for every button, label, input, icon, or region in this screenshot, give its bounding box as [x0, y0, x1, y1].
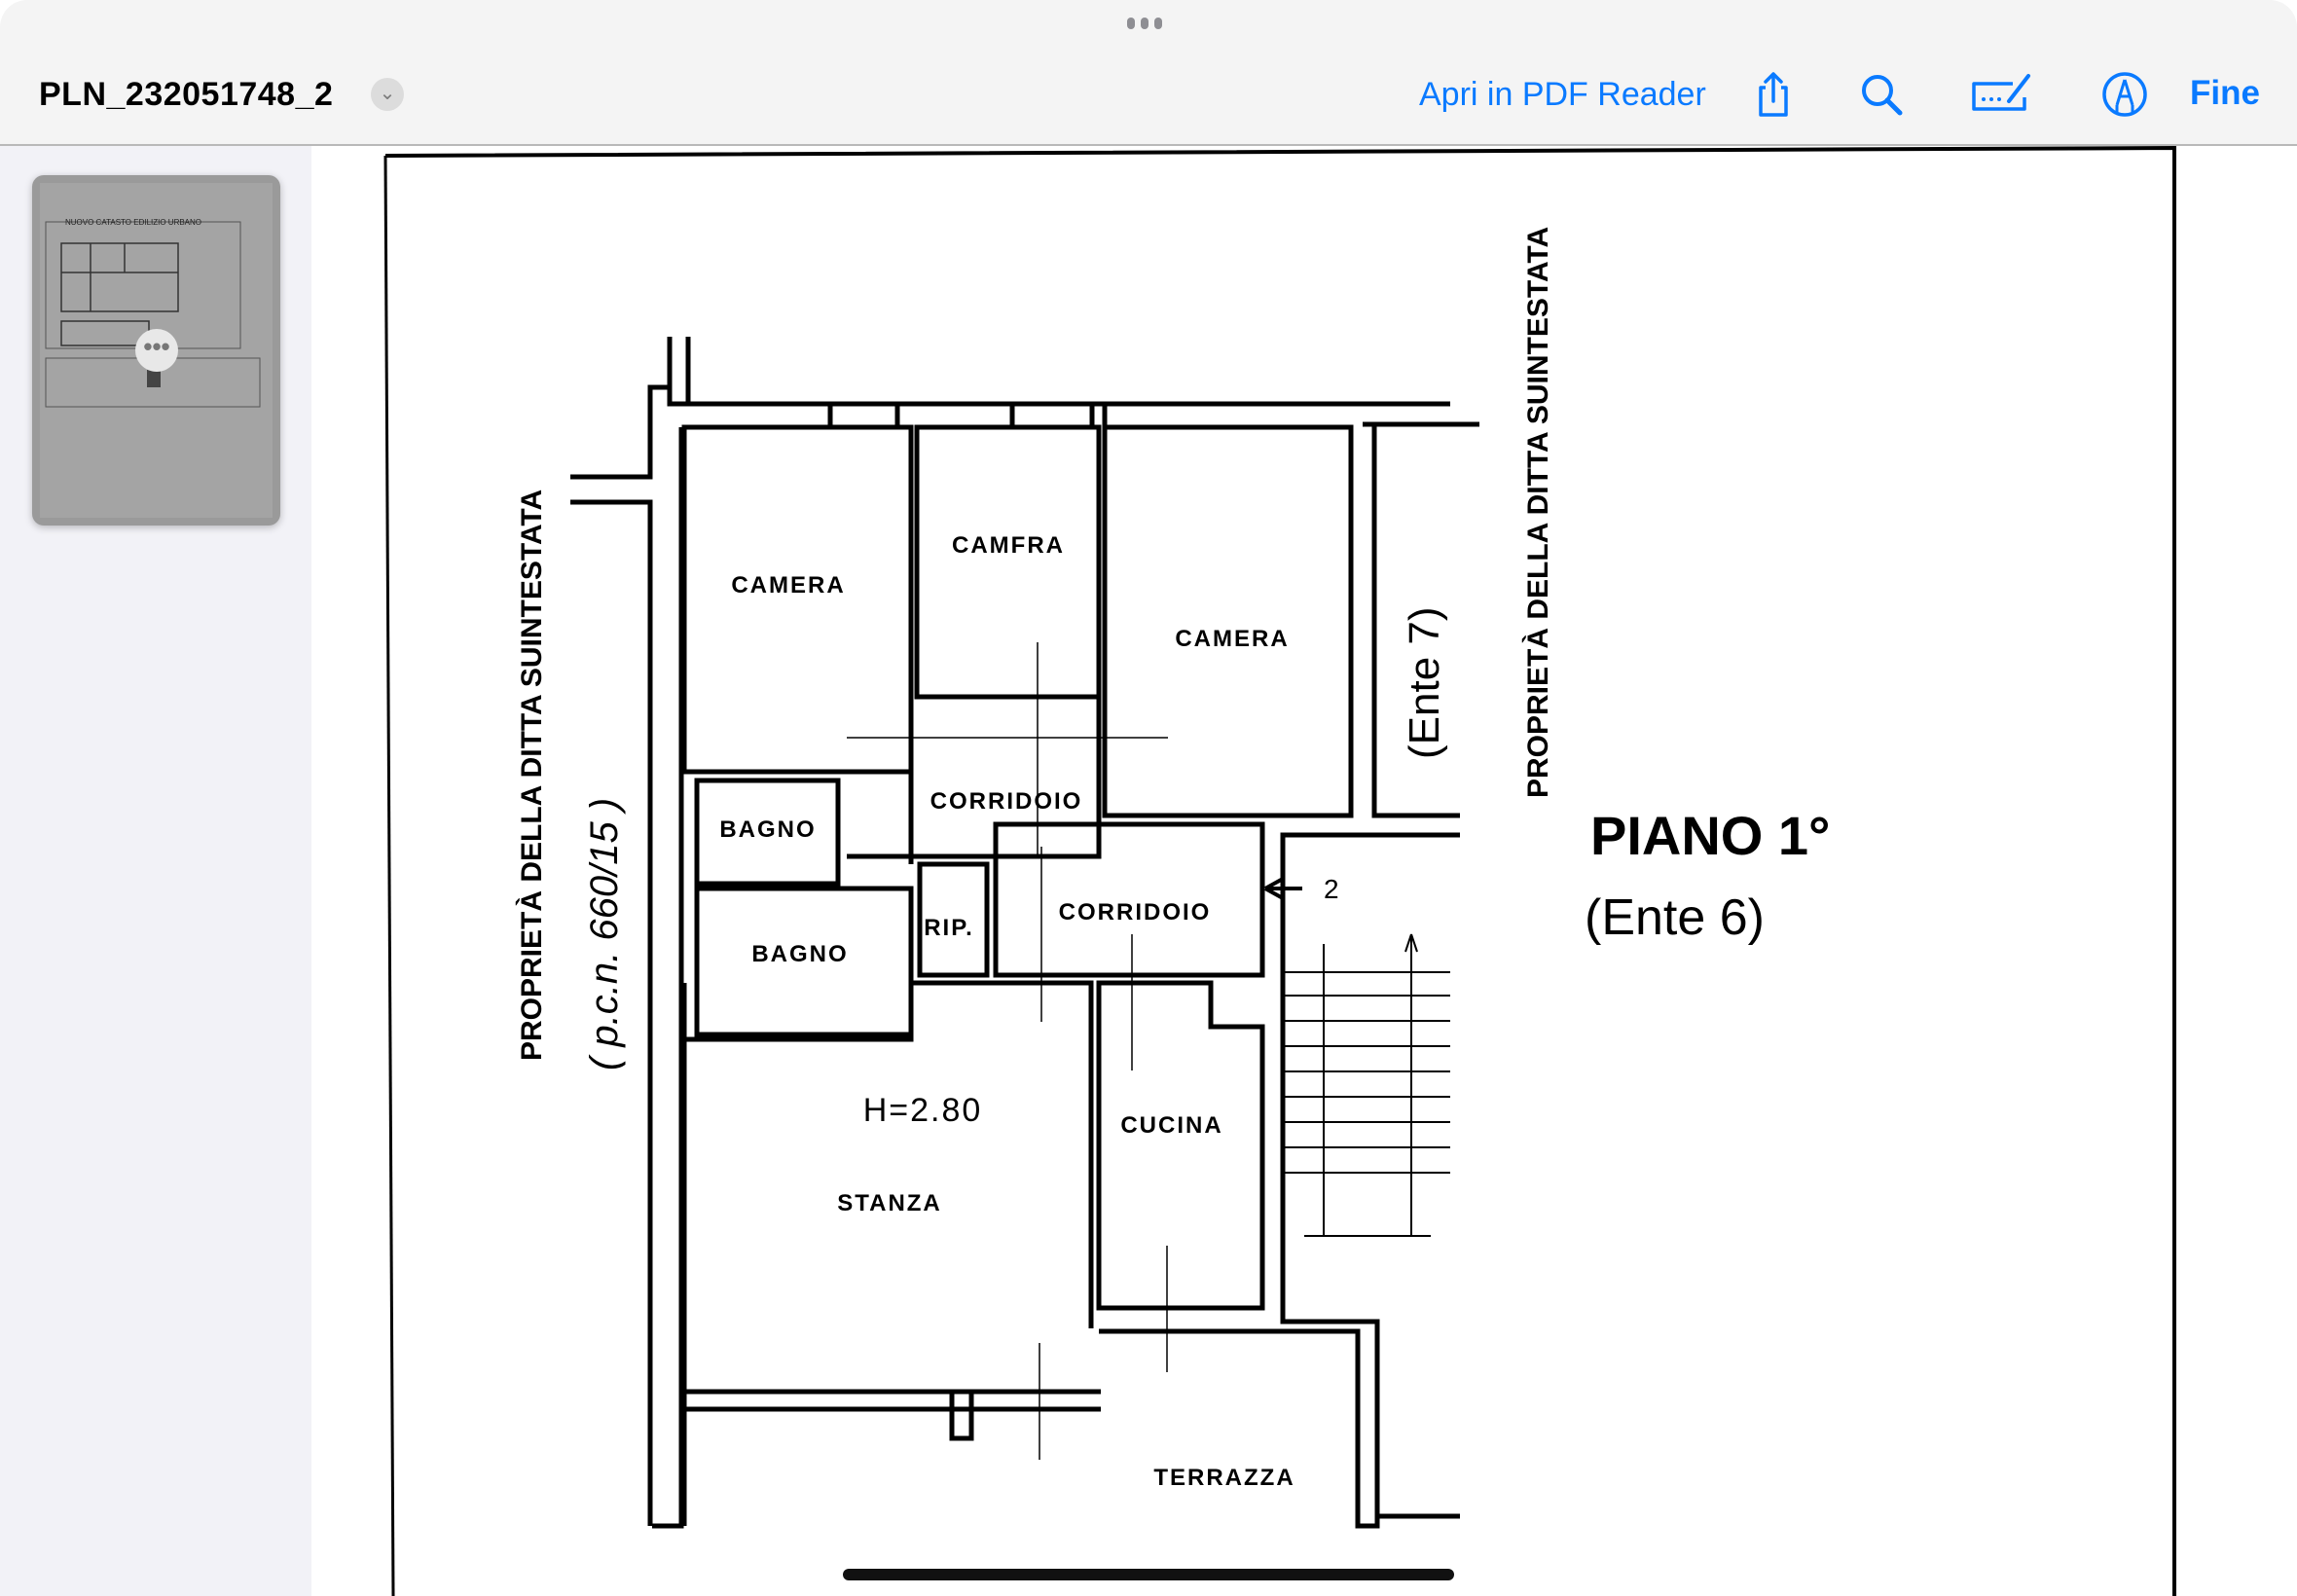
neighbor-unit-label: (Ente 7): [1401, 606, 1448, 759]
home-indicator[interactable]: [843, 1569, 1454, 1580]
left-owner-label: PROPRIETÀ DELLA DITTA SUINTESTATA: [515, 490, 548, 1061]
ceiling-height-label: H=2.80: [863, 1092, 983, 1129]
room-label-camera: CAMFRA: [952, 532, 1065, 559]
room-label-camera: CAMERA: [731, 572, 845, 598]
dimension-lines: [847, 642, 1168, 1460]
entrance-marker: 2: [1324, 874, 1339, 904]
room-label-corridoio: CORRIDOIO: [930, 788, 1083, 815]
right-owner-label: PROPRIETÀ DELLA DITTA SUINTESTATA: [1521, 227, 1554, 798]
room-label-stanza: STANZA: [837, 1190, 942, 1216]
entrance-arrow: 2: [1264, 874, 1339, 904]
room-label-camera: CAMERA: [1175, 626, 1289, 652]
floor-label: PIANO 1°: [1590, 805, 1830, 866]
document-title[interactable]: PLN_232051748_2: [39, 76, 334, 113]
share-icon[interactable]: [1749, 70, 1798, 119]
page-border: [383, 145, 2176, 1596]
room-labels: CAMERA CAMFRA CAMERA CORRIDOIO BAGNO RIP…: [719, 532, 1294, 1491]
room-label-ripostiglio: RIP.: [924, 915, 974, 941]
room-label-bagno: BAGNO: [719, 816, 816, 843]
done-button[interactable]: Fine: [2190, 74, 2260, 112]
more-icon[interactable]: •••: [135, 329, 178, 372]
stairs: [1283, 933, 1450, 1237]
toolbar: PLN_232051748_2 ⌄ Apri in PDF Reader Fin…: [0, 0, 2297, 146]
page-thumbnail[interactable]: NUOVO CATASTO EDILIZIO URBANO •••: [32, 175, 280, 526]
room-label-cucina: CUCINA: [1120, 1112, 1222, 1139]
room-label-bagno: BAGNO: [751, 941, 848, 967]
search-icon[interactable]: [1857, 70, 1906, 119]
room-label-terrazza: TERRAZZA: [1153, 1465, 1294, 1491]
markup-icon[interactable]: [1970, 70, 2034, 119]
room-label-corridoio: CORRIDOIO: [1059, 899, 1212, 925]
unit-label: (Ente 6): [1585, 889, 1765, 946]
pen-icon[interactable]: [2100, 70, 2149, 119]
window-grabber[interactable]: [1127, 18, 1162, 29]
chevron-down-icon[interactable]: ⌄: [371, 78, 404, 111]
open-in-pdf-reader-button[interactable]: Apri in PDF Reader: [1419, 76, 1706, 113]
parcel-label: ( p.c.n. 660/15 ): [583, 798, 626, 1070]
thumbnail-preview: [40, 183, 273, 518]
thumbnail-title: NUOVO CATASTO EDILIZIO URBANO: [65, 218, 202, 227]
walls: [570, 337, 1479, 1529]
